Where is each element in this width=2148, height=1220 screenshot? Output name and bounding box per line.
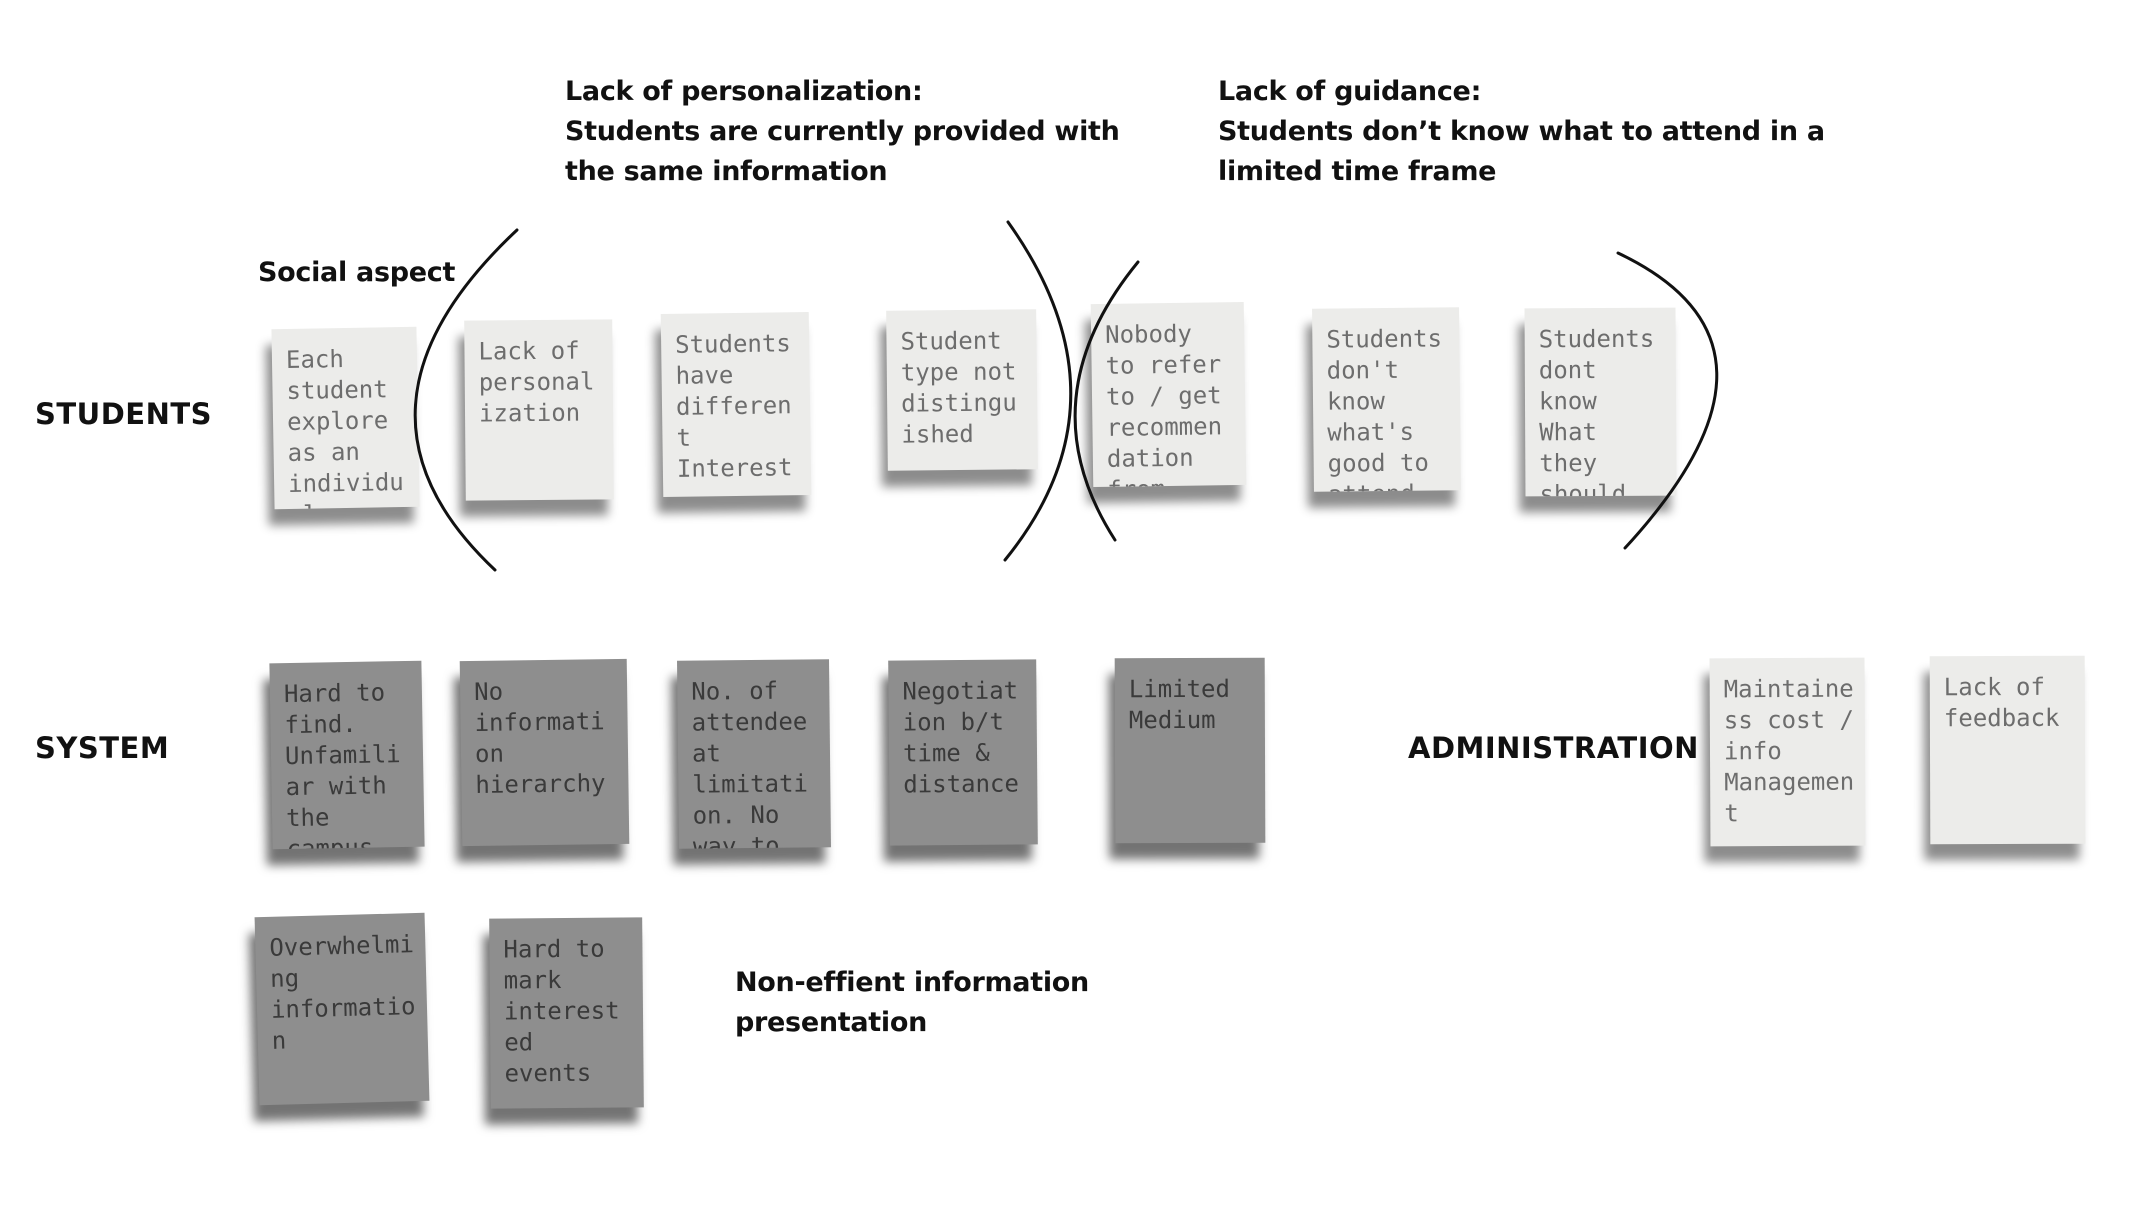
sticky-note-student: Nobody to refer to / get recommendation … <box>1090 301 1247 488</box>
heading-line: Students are currently provided with <box>565 116 1120 147</box>
sticky-note-student: Students have different Interest <box>660 311 812 498</box>
sticky-note-system: Hard to find. Unfamiliar with the campus <box>269 660 425 850</box>
heading-line: Lack of guidance: <box>1218 76 1482 107</box>
row-label-system: SYSTEM <box>35 731 170 765</box>
heading-line: Non-effient information <box>735 967 1089 998</box>
sticky-note-system: No. of attendee at limitation. No way to… <box>677 659 831 849</box>
sticky-note-system: Negotiation b/t time & distance <box>888 659 1038 846</box>
heading-line: Students don’t know what to attend in a <box>1218 116 1825 147</box>
sticky-note-system: No information hierarchy <box>459 658 630 847</box>
heading-line: limited time frame <box>1218 156 1497 187</box>
sticky-note-presentation: Hard to mark interested events <box>489 917 644 1109</box>
heading-line: the same information <box>565 156 888 187</box>
sticky-note-student: Student type not distinguished <box>886 309 1038 471</box>
sticky-note-presentation: Overwhelming information <box>254 912 430 1106</box>
row-label-administration: ADMINISTRATION <box>1408 731 1699 765</box>
heading-line: Lack of personalization: <box>565 76 923 107</box>
sticky-note-administration: Maintainess cost / info Management <box>1709 657 1866 847</box>
row-label-students: STUDENTS <box>35 397 213 431</box>
heading-lack-of-personalization: Lack of personalization: Students are cu… <box>565 72 1120 192</box>
sticky-note-administration: Lack of feedback <box>1929 655 2086 845</box>
heading-lack-of-guidance: Lack of guidance: Students don’t know wh… <box>1218 72 1825 192</box>
sticky-note-student: Each student explore as an individual. S… <box>271 326 420 510</box>
sticky-note-student: Students dont know What they should atte… <box>1524 307 1677 497</box>
sticky-note-student: Students don't know what's good to atten… <box>1312 307 1461 492</box>
heading-social-aspect: Social aspect <box>258 257 456 288</box>
heading-line: presentation <box>735 1007 928 1038</box>
heading-non-efficient-presentation: Non-effient information presentation <box>735 963 1089 1043</box>
sticky-note-student: Lack of personalization <box>464 319 614 501</box>
sticky-note-system: Limited Medium <box>1114 657 1266 844</box>
